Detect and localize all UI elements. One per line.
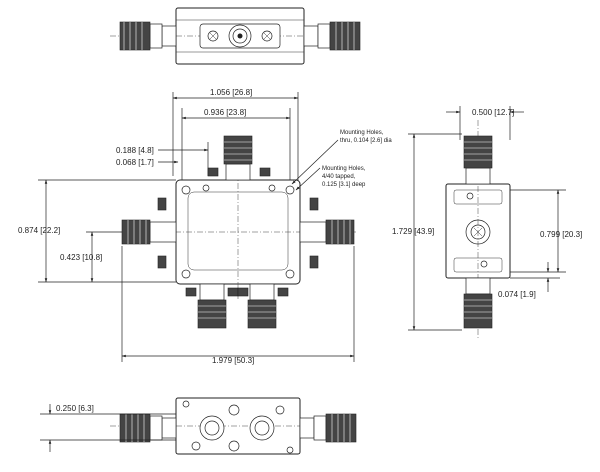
sma-connector-right [303,21,361,51]
sma-connector-top [207,135,271,181]
mounting-hole-top-left [181,185,191,195]
sma-connector-bottom-right [237,283,289,329]
side-view: 0.500 [12.7] 1.729 [43.9] [392,106,582,340]
bottom-sma-right [299,413,357,443]
dim-side-1729: 1.729 [43.9] [392,227,434,236]
dim-side-0799: 0.799 [20.3] [540,230,582,239]
mounting-hole-bottom-right [285,269,295,279]
note-mounting-tap-line3: 0.125 [3.1] deep [322,182,366,188]
note-mounting-thru-line1: Mounting Holes, [340,130,384,136]
note-mounting-tap-line2: 4/40 tapped, [322,174,356,180]
plan-view: 1.056 [26.8] 0.936 [23.8] 0.188 [4.8] 0.… [18,88,392,365]
note-mounting-thru-line2: thru, 0.104 [2.6] dia [340,138,392,144]
mounting-hole-bottom-left [181,269,191,279]
side-sma-bottom [463,277,493,329]
bottom-sma-left [119,413,177,443]
bottom-view: 0.250 [6.3] [40,397,357,455]
note-mounting-tap-line1: Mounting Holes, [322,166,366,172]
dim-side-0500: 0.500 [12.7] [472,108,514,117]
sma-connector-right-port [299,197,355,269]
dim-offset-0188: 0.188 [4.8] [116,146,154,155]
dim-offset-0068: 0.068 [1.7] [116,158,154,167]
top-view [110,7,361,65]
sma-connector-left [119,21,177,51]
side-sma-top [463,135,493,185]
dim-offset-0423: 0.423 [10.8] [60,253,102,262]
sma-connector-bottom-left [185,283,239,329]
dim-height-0874: 0.874 [22.2] [18,226,60,235]
dim-width-1056: 1.056 [26.8] [210,88,252,97]
dim-side-0074: 0.074 [1.9] [498,290,536,299]
mounting-hole-top-right [285,185,295,195]
dim-bottom-0250: 0.250 [6.3] [56,404,94,413]
dim-overall-1979: 1.979 [50.3] [212,356,254,365]
sma-connector-left-port [121,197,177,269]
dim-width-0936: 0.936 [23.8] [204,108,246,117]
